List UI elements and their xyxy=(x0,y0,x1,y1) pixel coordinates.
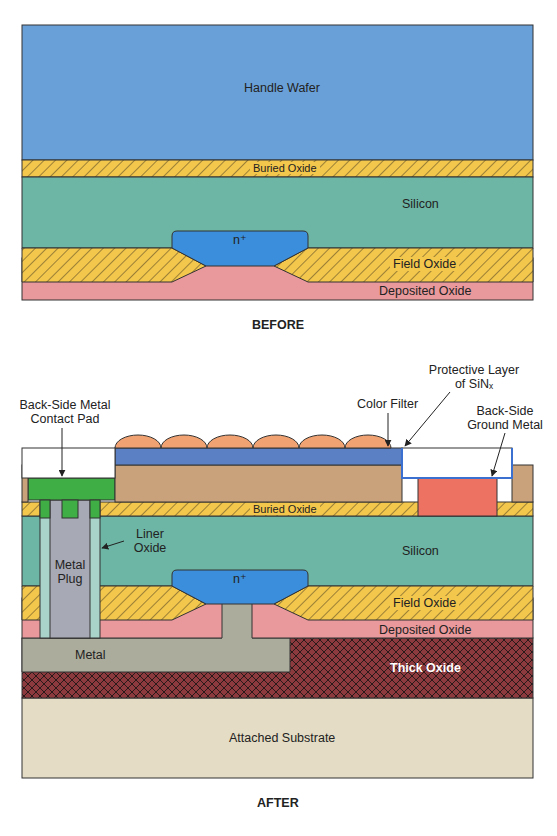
layer-label-text: Thick Oxide xyxy=(390,661,461,675)
layer-label: Silicon xyxy=(402,197,439,211)
leader-line xyxy=(62,428,63,476)
contact-metal xyxy=(222,604,252,640)
pad-finger xyxy=(90,500,100,518)
metal-layer xyxy=(22,638,290,672)
thick-oxide-layer xyxy=(22,638,533,698)
layer-label-text: Attached Substrate xyxy=(229,731,335,745)
back-side-metal-contact-pad xyxy=(28,478,115,500)
callout-label: Protective Layer of SiNₓ xyxy=(426,363,522,391)
callout-label-text: Back-Side Metal Contact Pad xyxy=(5,398,125,426)
field-oxide-left xyxy=(22,248,206,282)
n-plus-region xyxy=(172,231,308,266)
callout-label: Back-Side Ground Metal xyxy=(461,404,549,432)
leader-line xyxy=(492,433,505,476)
layer-label-text: Field Oxide xyxy=(390,596,459,610)
metal-plug xyxy=(50,500,90,638)
leader-line xyxy=(102,541,124,548)
layer-label: Attached Substrate xyxy=(229,731,335,745)
layer-label-text: Buried Oxide xyxy=(250,162,320,174)
plug-label-text: Metal Plug xyxy=(50,558,90,586)
callout-label-text: Color Filter xyxy=(357,397,418,411)
layer-label-text: Field Oxide xyxy=(390,257,459,271)
leader-line xyxy=(388,413,389,446)
section-title: AFTER xyxy=(257,796,299,810)
section-title-text: BEFORE xyxy=(252,318,304,332)
layer-label: Field Oxide xyxy=(390,257,459,271)
layer-label-text: Deposited Oxide xyxy=(379,284,471,298)
layer-label: Thick Oxide xyxy=(390,661,461,675)
layer-label-text: Deposited Oxide xyxy=(379,623,471,637)
handle-wafer-layer xyxy=(22,25,533,160)
layer-label-text: Buried Oxide xyxy=(250,503,320,515)
pad-opening xyxy=(22,448,115,478)
section-title-text: AFTER xyxy=(257,796,299,810)
layer-label: Buried Oxide xyxy=(250,503,320,515)
pad-finger xyxy=(62,500,78,518)
field-oxide-right xyxy=(274,586,533,620)
layer-label: Metal xyxy=(75,648,106,662)
n-plus-region xyxy=(172,570,308,604)
layer-label-text: Silicon xyxy=(402,197,439,211)
back-side-ground-metal xyxy=(418,478,497,516)
region-label: n⁺ xyxy=(233,572,247,586)
contact-metal-edge xyxy=(222,604,252,638)
microlens-array xyxy=(115,435,391,448)
layer-label: Handle Wafer xyxy=(244,81,320,95)
layer-label: Deposited Oxide xyxy=(379,284,471,298)
pad-finger xyxy=(40,500,50,518)
dielectric-layer xyxy=(115,465,402,502)
section-title: BEFORE xyxy=(252,318,304,332)
buried-oxide-layer xyxy=(22,160,533,177)
plug-label: Metal Plug xyxy=(50,558,90,586)
callout-label: Liner Oxide xyxy=(126,527,174,555)
callout-label-text: Liner Oxide xyxy=(126,527,174,555)
callout-label-text: Protective Layer of SiNₓ xyxy=(426,363,522,391)
layer-label: Silicon xyxy=(402,544,439,558)
field-oxide-right xyxy=(274,248,533,282)
layer-label-text: Silicon xyxy=(402,544,439,558)
color-filter-layer xyxy=(115,448,402,465)
region-label-text: n⁺ xyxy=(233,233,247,247)
callout-label-text: Back-Side Ground Metal xyxy=(461,404,549,432)
region-label-text: n⁺ xyxy=(233,572,247,586)
layer-label: Buried Oxide xyxy=(250,162,320,174)
dielectric-layer xyxy=(512,465,533,502)
leader-lines xyxy=(62,392,505,548)
region-label: n⁺ xyxy=(233,233,247,247)
layer-label-text: Handle Wafer xyxy=(244,81,320,95)
callout-label: Back-Side Metal Contact Pad xyxy=(5,398,125,426)
liner-oxide xyxy=(40,500,100,638)
callout-label: Color Filter xyxy=(357,397,418,411)
attached-substrate-layer xyxy=(22,698,533,778)
layer-label: Deposited Oxide xyxy=(379,623,471,637)
layer-label-text: Metal xyxy=(75,648,106,662)
layer-label: Field Oxide xyxy=(390,596,459,610)
